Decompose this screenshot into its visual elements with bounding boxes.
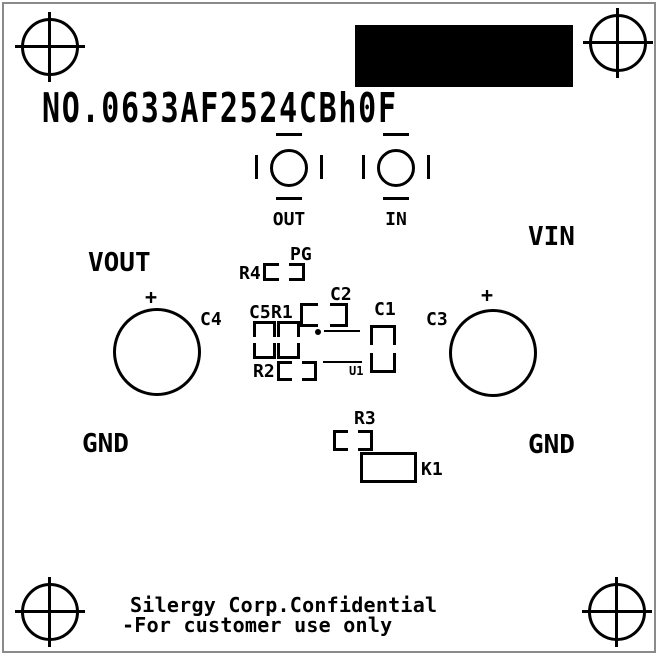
- refdes-c1: C1: [374, 299, 396, 320]
- footer-line-2: -For customer use only: [122, 613, 393, 637]
- refdes-c4: C4: [200, 309, 222, 330]
- refdes-c3: C3: [426, 309, 448, 330]
- pad-tick: [320, 155, 323, 179]
- refdes-u1: U1: [349, 364, 364, 378]
- fiducial-crosshair-icon: [583, 8, 653, 78]
- resistor-r3-outline: [333, 430, 373, 451]
- refdes-c5: C5: [249, 302, 271, 323]
- polarity-plus-icon: +: [145, 285, 158, 309]
- footer-line-1: Silergy Corp.Confidential: [130, 593, 438, 617]
- resistor-r2-outline: [277, 361, 317, 381]
- net-label-vin: VIN: [528, 222, 575, 252]
- net-label-gnd-left: GND: [82, 429, 129, 459]
- refdes-r1: R1: [271, 302, 293, 323]
- terminal-in: IN: [360, 131, 432, 230]
- fiducial-crosshair-icon: [15, 577, 85, 647]
- pad-tick: [276, 133, 302, 136]
- terminal-pad-icon: [270, 149, 308, 187]
- capacitor-c2-outline: [300, 303, 348, 327]
- capacitor-c3-outline: [449, 309, 537, 397]
- pin-label-pg: PG: [290, 244, 312, 265]
- refdes-r3: R3: [354, 408, 376, 429]
- refdes-r2: R2: [253, 361, 275, 382]
- terminal-pad-icon: [377, 149, 415, 187]
- board-number: NO.0633AF2524CBh0F: [42, 84, 398, 134]
- terminal-label: OUT: [272, 209, 306, 230]
- fiducial-crosshair-icon: [582, 577, 652, 647]
- pad-tick: [362, 155, 365, 179]
- capacitor-c4-outline: [113, 308, 201, 396]
- pad-tick: [383, 133, 409, 136]
- pad-tick: [427, 155, 430, 179]
- pad-tick: [255, 155, 258, 179]
- refdes-r4: R4: [239, 263, 261, 284]
- fiducial-crosshair-icon: [15, 12, 85, 82]
- resistor-r4-outline: [263, 263, 305, 281]
- refdes-c2: C2: [330, 284, 352, 305]
- capacitor-c1-outline: [370, 325, 396, 373]
- silk-line: [323, 361, 362, 363]
- resistor-r1-outline: [277, 321, 300, 359]
- pad-tick: [383, 197, 409, 200]
- net-label-gnd-right: GND: [528, 430, 575, 460]
- redacted-label-block: [355, 25, 573, 87]
- component-k1-outline: [360, 452, 417, 483]
- refdes-k1: K1: [421, 459, 443, 480]
- pin1-dot-icon: [315, 329, 321, 335]
- polarity-plus-icon: +: [481, 283, 494, 307]
- terminal-label: IN: [385, 209, 407, 230]
- capacitor-c5-outline: [253, 321, 276, 359]
- pad-tick: [276, 197, 302, 200]
- terminal-out: OUT: [253, 131, 325, 230]
- net-label-vout: VOUT: [88, 248, 151, 278]
- silk-line: [324, 330, 360, 332]
